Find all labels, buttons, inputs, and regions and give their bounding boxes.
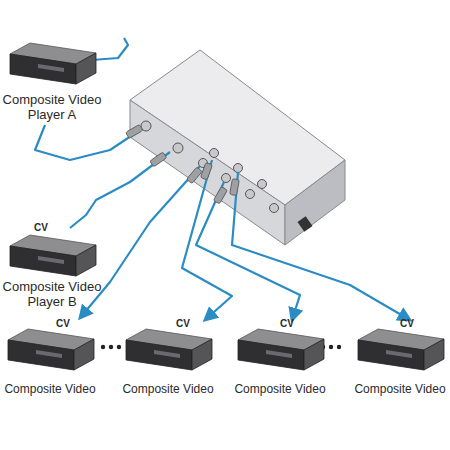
- device-front: [10, 246, 76, 276]
- device-display: [266, 350, 292, 358]
- device-caption: Composite Video: [350, 382, 450, 396]
- device-caption: Composite Video: [118, 382, 218, 396]
- device-display: [154, 350, 180, 358]
- video-device: CV Composite Video: [118, 318, 218, 398]
- device-side: [74, 339, 94, 370]
- cable: [80, 166, 200, 318]
- signal-label: CV: [34, 222, 64, 234]
- device-caption: Composite Video: [230, 382, 330, 396]
- cable: [92, 38, 128, 60]
- unit-end: [285, 160, 345, 245]
- cable: [35, 125, 140, 160]
- device-front: [358, 340, 424, 370]
- signal-label: CV: [400, 318, 430, 330]
- cable: [232, 172, 410, 320]
- video-device: CV Composite Video: [230, 318, 330, 398]
- signal-label: CV: [176, 318, 206, 330]
- video-cables: [35, 38, 410, 320]
- bnc-jacks: [141, 121, 279, 213]
- device-caption: Composite Video: [0, 382, 100, 396]
- video-device: CV Composite Video: [350, 318, 450, 398]
- device-side: [304, 339, 324, 370]
- signal-label: CV: [280, 318, 310, 330]
- device-side: [76, 245, 96, 276]
- device-display: [386, 350, 412, 358]
- signal-label: CV: [56, 318, 86, 330]
- video-device: CV Composite Video: [0, 318, 100, 398]
- device-front: [10, 54, 76, 84]
- device-front: [8, 340, 74, 370]
- bnc-plugs: [126, 124, 240, 204]
- cable: [182, 160, 232, 320]
- device-caption: Composite Video Player B: [0, 279, 104, 310]
- video-device: CV Composite Video Player B: [0, 222, 104, 312]
- device-side: [192, 339, 212, 370]
- device-display: [38, 256, 64, 264]
- device-side: [424, 339, 444, 370]
- device-display: [36, 350, 62, 358]
- dc-jack: [297, 216, 312, 232]
- device-side: [76, 53, 96, 84]
- unit-front: [130, 100, 285, 245]
- distribution-unit: [130, 50, 345, 245]
- video-device: Composite Video Player A: [0, 40, 104, 125]
- device-caption: Composite Video Player A: [0, 92, 104, 123]
- device-front: [238, 340, 304, 370]
- device-display: [38, 64, 64, 72]
- device-front: [126, 340, 192, 370]
